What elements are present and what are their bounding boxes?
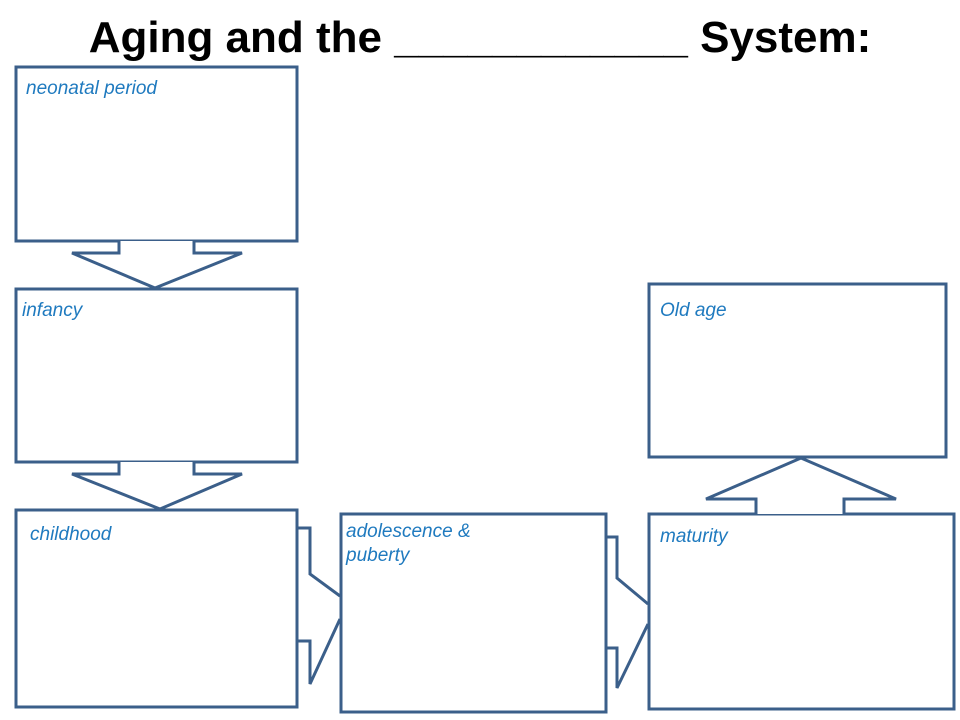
stage-box-maturity <box>647 512 956 711</box>
arrow-maturity-to-old-age <box>705 456 897 514</box>
stage-label-line: maturity <box>660 526 729 547</box>
page-title: Aging and the ____________ System: <box>88 13 872 62</box>
stage-label-line: Old age <box>660 300 727 321</box>
arrow-infancy-to-childhood <box>71 462 243 511</box>
arrow-adolescence-to-maturity <box>606 535 650 689</box>
arrow-neonatal-to-infancy <box>71 241 243 290</box>
stage-box-infancy <box>14 287 299 464</box>
stage-label-maturity: maturity <box>660 526 729 547</box>
arrow-childhood-to-adolescence <box>297 526 342 685</box>
stage-box-neonatal <box>14 65 299 243</box>
stage-box-adolescence <box>339 512 608 714</box>
stage-label-childhood: childhood <box>30 524 113 545</box>
stage-box-childhood <box>14 508 299 709</box>
stage-label-line: neonatal period <box>26 78 158 99</box>
stage-label-line: adolescence & <box>346 521 471 542</box>
stage-label-adolescence: adolescence & puberty <box>345 521 471 566</box>
stage-label-line: childhood <box>30 524 113 545</box>
stage-label-neonatal: neonatal period <box>26 78 158 99</box>
stage-box-old-age <box>647 282 948 459</box>
stage-label-line: puberty <box>345 545 411 566</box>
stage-label-line: infancy <box>22 300 84 321</box>
stage-label-old-age: Old age <box>660 300 727 321</box>
stage-label-infancy: infancy <box>22 300 84 321</box>
